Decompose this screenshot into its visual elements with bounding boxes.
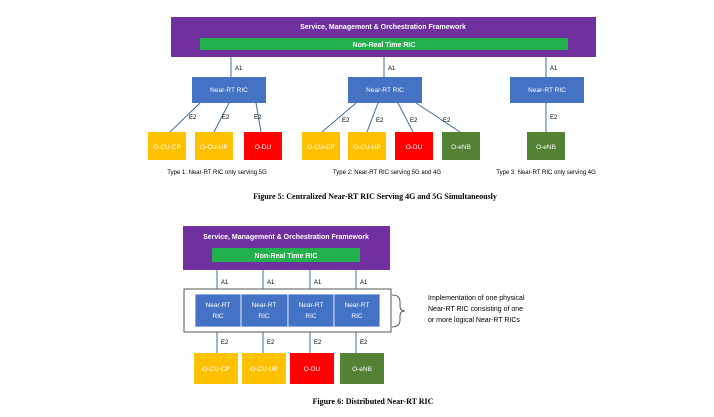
fig6-note-line2: Near-RT RIC consisting of one: [428, 306, 523, 313]
fig6-ric-2-l1: Near-RT: [252, 302, 277, 309]
fig5-t2-o-du: [395, 132, 433, 160]
fig5-type1-caption: Type 1: Near-RT RIC only serving 5G: [167, 170, 267, 176]
fig6-ric-3: [287, 293, 335, 328]
fig5-t2-e2-2: E2: [376, 118, 384, 124]
fig6-nonrt-label: Non-Real Time RIC: [255, 253, 318, 260]
fig6-e2-label-3: E2: [314, 340, 322, 346]
fig6-o-du: [290, 353, 334, 384]
fig5-ric-type3-label: Near-RT RIC: [528, 87, 566, 94]
fig6-ric-1-l1: Near-RT: [206, 302, 231, 309]
fig5-smo-box: [171, 17, 596, 57]
fig6-a1-label-3: A1: [314, 280, 322, 286]
fig5-t1-o-cu-up-label: O-CU-UP: [200, 144, 228, 151]
fig6-smo-label: Service, Management & Orchestration Fram…: [203, 234, 369, 241]
fig6-o-cu-up-label: O-CU-UP: [250, 366, 278, 373]
fig5-t3-e2: E2: [550, 115, 558, 121]
fig6-o-enb: [340, 353, 384, 384]
fig6-e2-label-4: E2: [360, 340, 368, 346]
fig6-ric-1-l2: RIC: [212, 313, 224, 320]
fig5-t2-o-cu-up-label: O-CU-UP: [353, 144, 381, 151]
fig6-ric-4-l2: RIC: [351, 313, 363, 320]
fig5-t1-e2-1: E2: [189, 115, 197, 121]
fig5-t1-o-du-label: O-DU: [255, 144, 272, 151]
fig6-o-cu-cp: [194, 353, 238, 384]
fig6-note-line1: Implementation of one physical: [428, 295, 525, 302]
fig5-a1-label-2: A1: [388, 66, 396, 72]
fig5-ric-type2: [348, 77, 422, 103]
fig5-ric-type3: [510, 77, 584, 103]
fig5-t1-o-du: [244, 132, 282, 160]
fig5-t1-e2-2: E2: [222, 115, 230, 121]
fig5-t3-o-enb-label: O-eNB: [536, 144, 556, 151]
fig6-ric-4-l1: Near-RT: [345, 302, 370, 309]
fig5-smo-label: Service, Management & Orchestration Fram…: [300, 24, 466, 31]
fig6-ric-3-l2: RIC: [305, 313, 317, 320]
fig6-a1-label-4: A1: [360, 280, 368, 286]
fig5-t1-e2-3: E2: [254, 115, 262, 121]
fig6-ric-2: [240, 293, 289, 328]
fig5-t3-o-enb: [527, 132, 565, 160]
fig5-ric-type2-label: Near-RT RIC: [366, 87, 404, 94]
fig5-t2-o-cu-cp: [302, 132, 340, 160]
fig6-ric-3-l1: Near-RT: [299, 302, 324, 309]
fig5-t2-e2-1: E2: [342, 118, 350, 124]
fig5-a1-label-3: A1: [550, 66, 558, 72]
fig5-t1-o-cu-cp-label: O-CU-CP: [153, 144, 181, 151]
fig5-t2-o-enb: [442, 132, 480, 160]
fig6-e2-label-2: E2: [267, 340, 275, 346]
fig5-t1-o-cu-up: [195, 132, 233, 160]
fig6-a1-label-1: A1: [221, 280, 229, 286]
fig5-nonrt-label: Non-Real Time RIC: [353, 42, 416, 49]
fig5-a1-label-1: A1: [235, 66, 243, 72]
fig6-o-du-label: O-DU: [304, 366, 321, 373]
fig6-brace: [391, 294, 406, 328]
fig5-t1-o-cu-cp: [148, 132, 186, 160]
fig6-ric-4: [333, 293, 381, 328]
fig5-ric-type1: [192, 77, 266, 103]
fig5-caption: Figure 5: Centralized Near-RT RIC Servin…: [253, 192, 497, 201]
fig5-type2-caption: Type 2: Near-RT RIC serving 5G and 4G: [333, 170, 441, 176]
fig6-nonrt-box: [212, 248, 360, 262]
fig5-t2-o-enb-label: O-eNB: [451, 144, 471, 151]
fig5-t2-o-du-label: O-DU: [406, 144, 423, 151]
fig5-t2-e2-4: E2: [443, 118, 451, 124]
fig6-e2-label-1: E2: [221, 340, 229, 346]
fig5-ric-type1-label: Near-RT RIC: [210, 87, 248, 94]
fig5-t2-o-cu-up: [348, 132, 386, 160]
fig5-t2-e2-3: E2: [410, 118, 418, 124]
fig6-ric-2-l2: RIC: [258, 313, 270, 320]
fig6-caption: Figure 6: Distributed Near-RT RIC: [313, 397, 434, 406]
fig6-o-cu-up: [242, 353, 286, 384]
fig6-o-cu-cp-label: O-CU-CP: [202, 366, 230, 373]
fig6-a1-label-2: A1: [267, 280, 275, 286]
fig5-nonrt-box: [200, 38, 568, 50]
fig6-o-enb-label: O-eNB: [352, 366, 372, 373]
fig6-note-line3: or more logical Near-RT RICs: [428, 317, 520, 324]
fig5-type3-caption: Type 3: Near-RT RIC only serving 4G: [496, 170, 596, 176]
fig5-t2-o-cu-cp-label: O-CU-CP: [307, 144, 335, 151]
fig6-ric-1: [194, 293, 242, 328]
